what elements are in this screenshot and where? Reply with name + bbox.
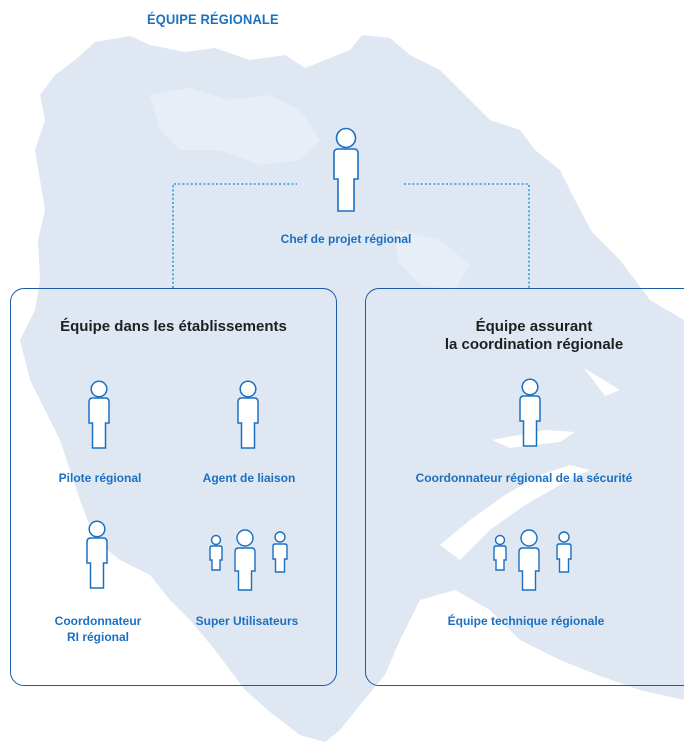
pilote-person-icon — [86, 380, 112, 455]
chef-person-icon — [330, 127, 362, 218]
super-utilisateurs-group-icon — [207, 528, 293, 597]
panel-coordination — [365, 288, 684, 686]
agent-person-icon — [235, 380, 261, 455]
pilote-role-label: Pilote régional — [58, 471, 142, 485]
panel-coordination-title: Équipe assurant la coordination régional… — [444, 318, 624, 353]
page-title: ÉQUIPE RÉGIONALE — [147, 11, 279, 27]
coordonnateur-securite-role-label: Coordonnateur régional de la sécurité — [415, 471, 633, 485]
chef-role-label: Chef de projet régional — [280, 232, 412, 246]
coordonnateur-securite-person-icon — [517, 378, 543, 453]
panel-etablissements — [10, 288, 337, 686]
coordonnateur-ri-person-icon — [84, 520, 110, 595]
agent-role-label: Agent de liaison — [202, 471, 296, 485]
super-utilisateurs-role-label: Super Utilisateurs — [195, 614, 299, 628]
equipe-technique-role-label: Équipe technique régionale — [447, 614, 605, 628]
panel-etablissements-title: Équipe dans les établissements — [60, 318, 287, 335]
equipe-technique-group-icon — [491, 528, 577, 597]
coordonnateur-ri-role-label: Coordonnateur RI régional — [54, 614, 142, 644]
